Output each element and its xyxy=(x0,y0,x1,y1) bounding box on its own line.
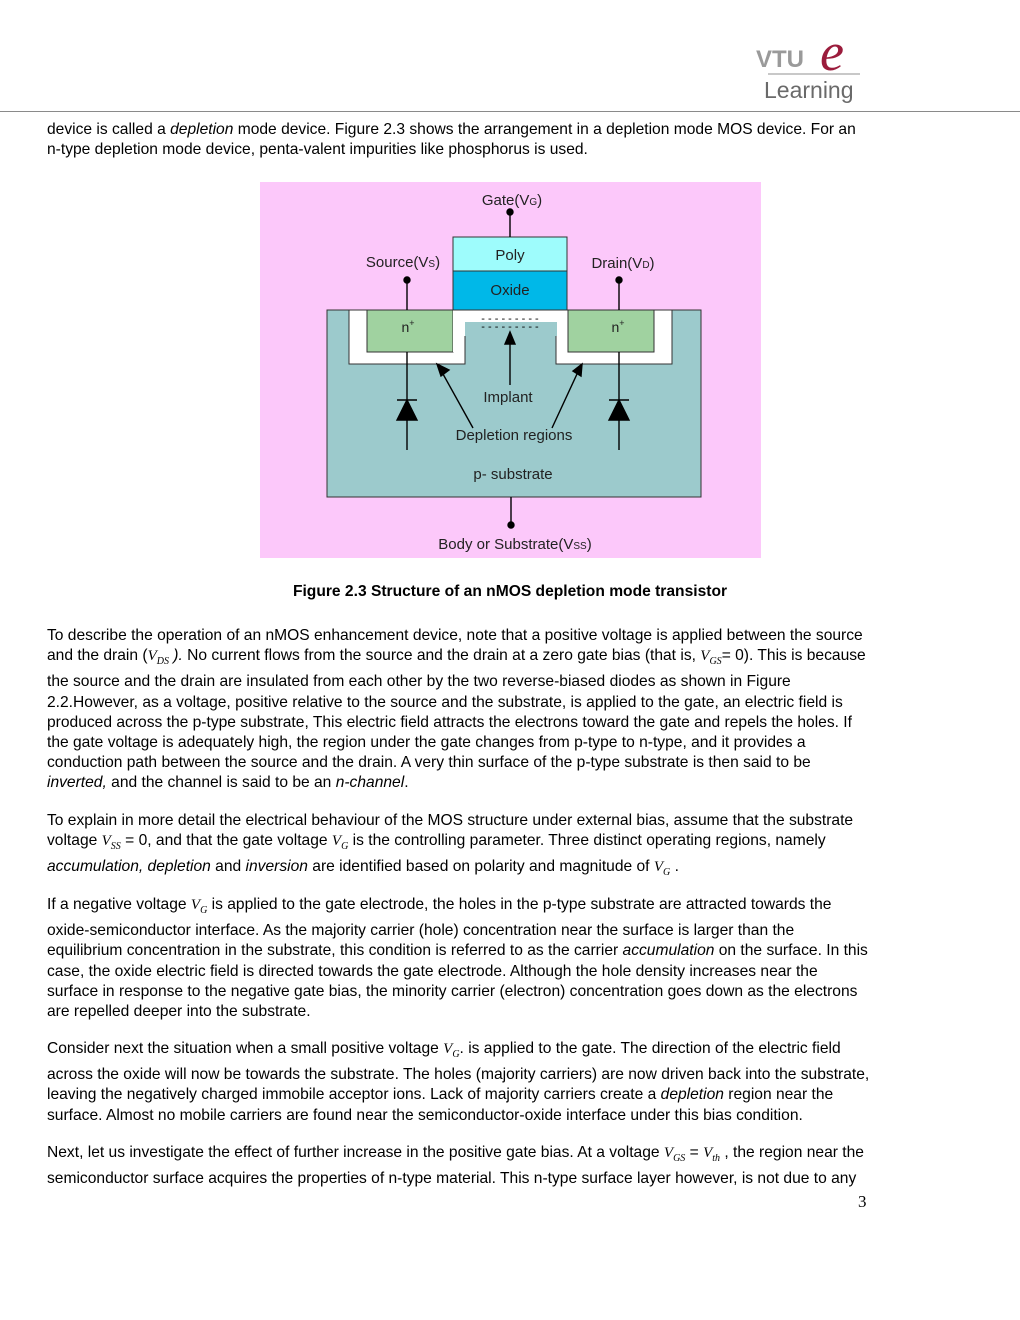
implant-label: Implant xyxy=(483,389,533,406)
svg-text:- - - - - - - - -: - - - - - - - - - xyxy=(481,321,539,333)
substrate-label: p- substrate xyxy=(473,466,552,483)
paragraph-bias: To explain in more detail the electrical… xyxy=(47,812,854,879)
depletion-regions-label: Depletion regions xyxy=(456,427,573,444)
depletion-region-left-inner xyxy=(453,310,454,352)
header-rule xyxy=(0,111,1020,112)
n-plus-left-label: n+ xyxy=(401,318,414,335)
poly-layer xyxy=(452,236,568,272)
paragraph-depletion: Consider next the situation when a small… xyxy=(47,1040,870,1124)
body-label: Body or Substrate(VSS) xyxy=(438,536,591,553)
svg-text:- - - - - - - - -: - - - - - - - - - xyxy=(481,313,539,325)
paragraph-inversion: Next, let us investigate the effect of f… xyxy=(47,1144,864,1188)
source-terminal xyxy=(403,276,411,310)
intro-paragraph: device is called a depletion mode device… xyxy=(47,121,856,159)
gate-label: Gate(VG) xyxy=(482,192,542,209)
n-plus-source-region xyxy=(366,309,454,353)
drain-terminal xyxy=(615,276,623,310)
logo-letter-e: e xyxy=(820,22,844,82)
implant-charges: - - - - - - - - - - - - - - - - - - xyxy=(481,313,539,333)
body-terminal xyxy=(507,497,515,529)
implant-channel-base xyxy=(465,322,557,336)
depletion-arrow-left xyxy=(435,362,474,429)
gate-terminal xyxy=(506,208,514,237)
logo-text-vtu: VTU xyxy=(756,46,804,73)
paragraph-accumulation: If a negative voltage VG is applied to t… xyxy=(47,896,868,1021)
depletion-arrow-right xyxy=(551,362,583,429)
source-label: Source(VS) xyxy=(366,254,440,271)
n-plus-drain-region xyxy=(567,309,655,353)
figure-caption: Figure 2.3 Structure of an nMOS depletio… xyxy=(292,583,728,600)
logo-text-learning: Learning xyxy=(764,77,854,103)
poly-label: Poly xyxy=(495,247,525,264)
implant-arrow xyxy=(503,330,517,385)
paragraph-operation: To describe the operation of an nMOS enh… xyxy=(47,627,866,792)
n-plus-right-label: n+ xyxy=(611,318,624,335)
oxide-layer xyxy=(452,270,568,311)
drain-label: Drain(VD) xyxy=(591,255,654,272)
vtu-elearning-logo: VTU e Learning xyxy=(756,22,860,103)
oxide-label: Oxide xyxy=(490,282,529,299)
page-number: 3 xyxy=(858,1192,867,1211)
diode-left xyxy=(395,352,419,450)
diode-right xyxy=(607,352,631,450)
nmos-depletion-diagram: - - - - - - - - - - - - - - - - - - Poly… xyxy=(260,182,761,558)
